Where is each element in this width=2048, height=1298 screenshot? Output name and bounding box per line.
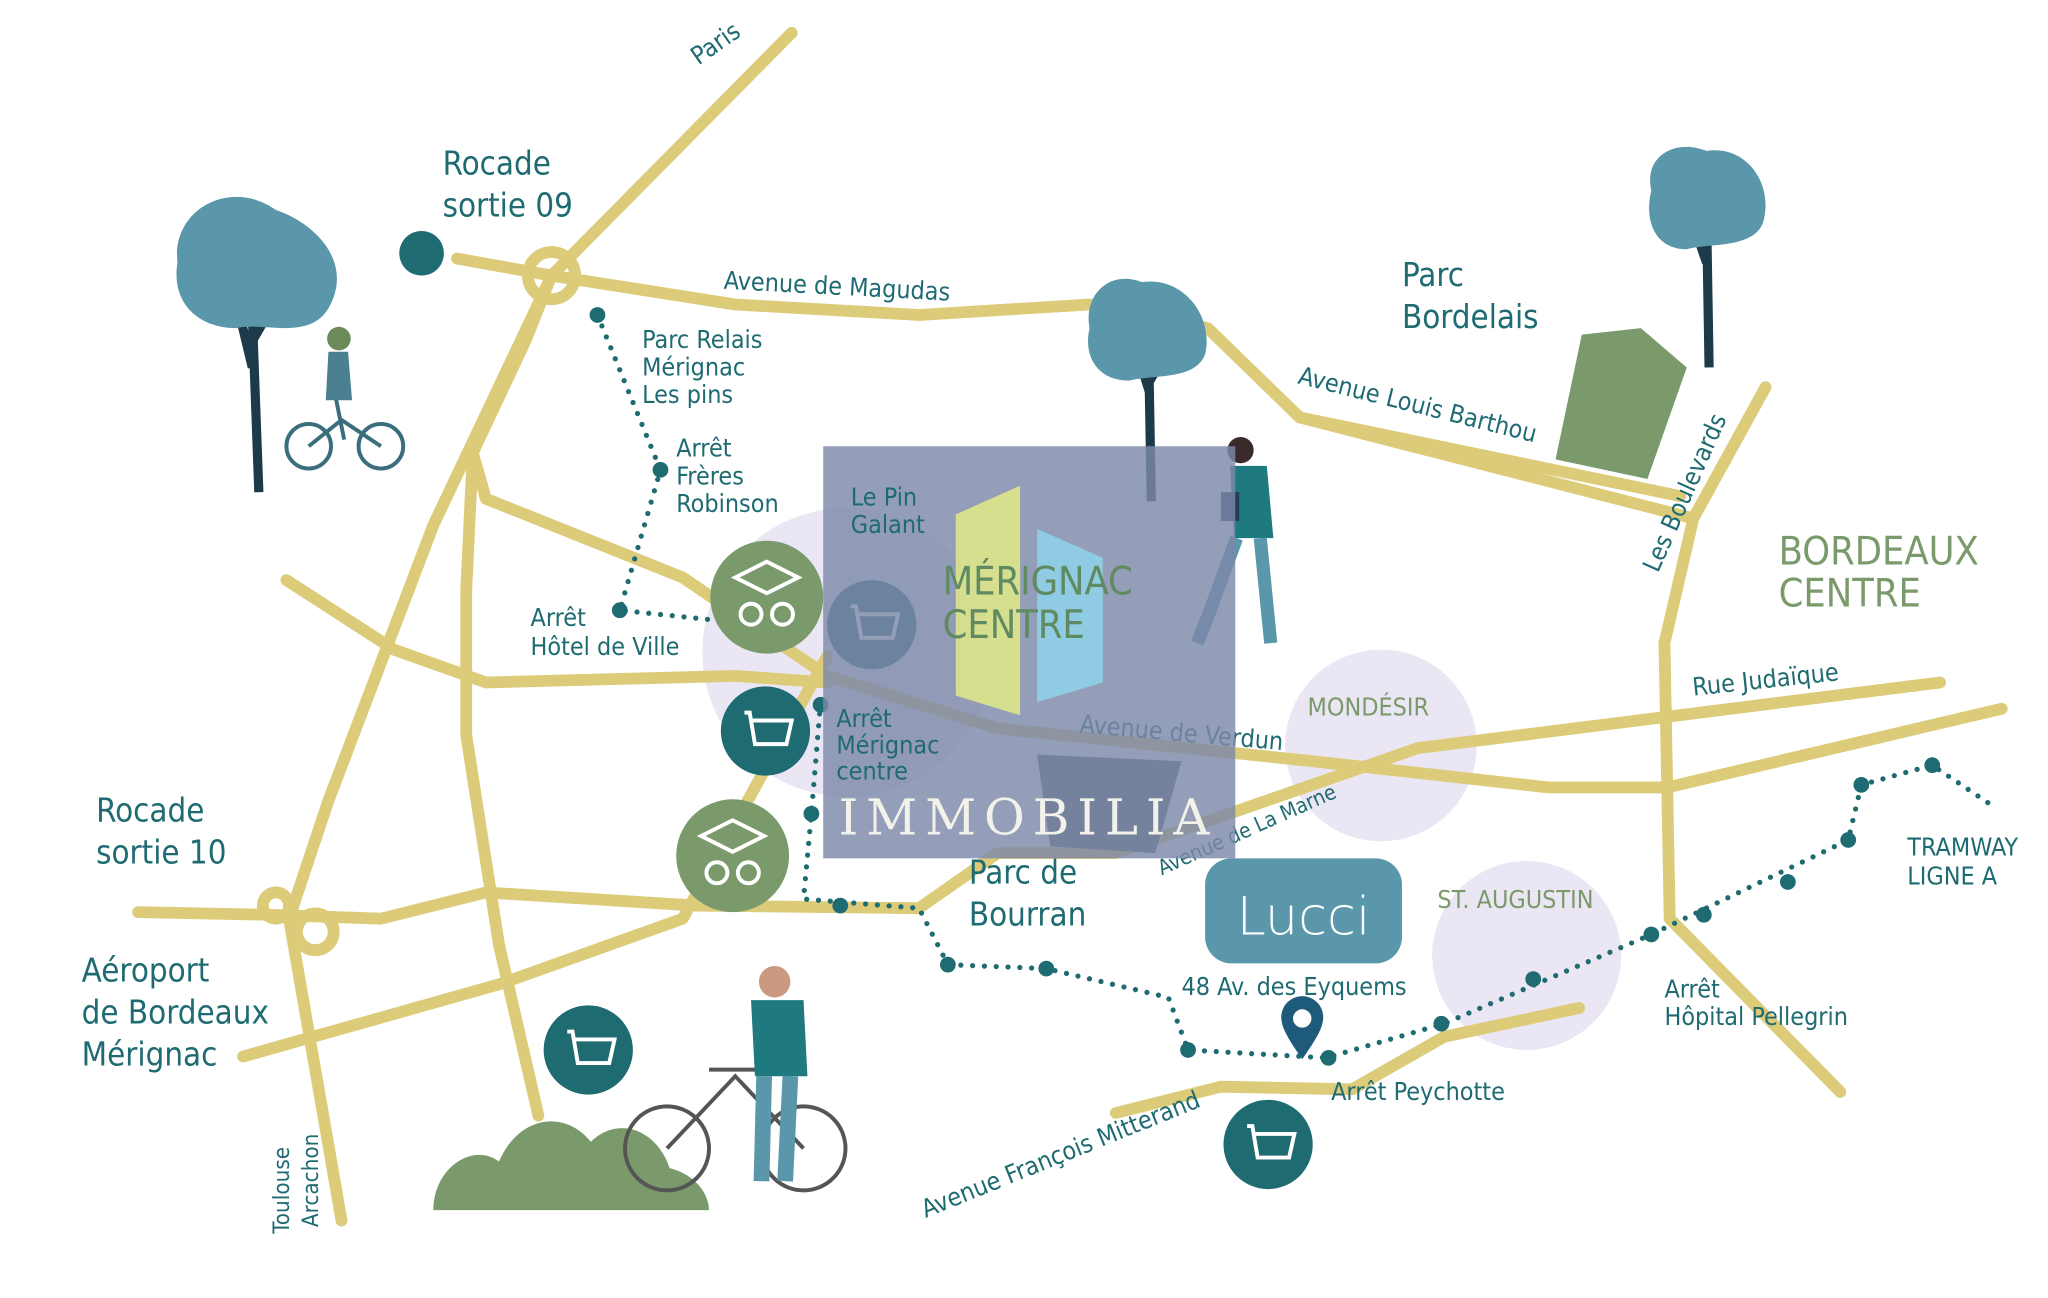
label-parc-relais: Mérignac <box>642 352 745 381</box>
label-merignac-centre: CENTRE <box>943 602 1085 648</box>
school-icon <box>710 540 824 654</box>
label-arret-merignac-centre: Mérignac <box>836 730 939 759</box>
shopping-cart-icon <box>720 686 811 776</box>
label-avenue-francois-mitterand: Avenue François Mitterand <box>917 1085 1204 1224</box>
school-icon <box>676 799 790 913</box>
label-arret-hotel-de-ville: Arrêt <box>531 603 587 632</box>
label-bordeaux-centre: CENTRE <box>1779 570 1921 616</box>
label-tramway-ligne-a: TRAMWAY <box>1906 833 2018 862</box>
label-arret-peychotte: Arrêt Peychotte <box>1331 1077 1505 1106</box>
label-arcachon: Arcachon <box>298 1134 324 1228</box>
label-avenue-louis-barthou: Avenue Louis Barthou <box>1296 361 1540 448</box>
label-arret-merignac-centre: centre <box>836 757 908 786</box>
label-arret-hotel-de-ville: Hôtel de Ville <box>531 632 680 661</box>
immobilia-brand: IMMOBILIA <box>839 789 1218 847</box>
label-aeroport: de Bordeaux <box>82 994 269 1032</box>
label-tramway-ligne-a: LIGNE A <box>1907 862 1998 891</box>
label-bordeaux-centre: BORDEAUX <box>1779 528 1979 574</box>
label-parc-de-bourran: Parc de <box>969 853 1077 891</box>
lucci-logo-text: Lucci <box>1237 886 1371 947</box>
label-aeroport: Mérignac <box>82 1036 218 1074</box>
label-mondesir: MONDÉSIR <box>1307 692 1429 721</box>
label-aeroport: Aéroport <box>82 952 210 990</box>
label-rocade-10: sortie 10 <box>96 834 226 872</box>
label-address: 48 Av. des Eyquems <box>1181 972 1406 1001</box>
label-rocade-10: Rocade <box>96 792 204 830</box>
tree-icon <box>1649 146 1766 368</box>
label-arret-hopital-pellegrin: Arrêt <box>1664 974 1720 1003</box>
label-parc-bordelais: Parc <box>1402 256 1464 294</box>
label-merignac-centre: MÉRIGNAC <box>943 558 1133 605</box>
label-parc-bordelais: Bordelais <box>1402 298 1539 336</box>
roads <box>132 26 2008 1227</box>
immobilia-watermark: MÉRIGNAC CENTRE IMMOBILIA <box>823 446 1236 859</box>
overlay-labels: Le Pin Galant Arrêt Mérignac centre <box>836 482 939 785</box>
lucci-project-logo: Lucci <box>1205 858 1402 964</box>
label-rocade-09: sortie 09 <box>443 187 573 225</box>
bush-icon <box>433 1121 710 1211</box>
label-toulouse: Toulouse <box>269 1147 295 1235</box>
label-parc-relais: Parc Relais <box>642 325 762 354</box>
district-st-augustin <box>1432 860 1622 1050</box>
cyclist-icon <box>284 326 406 471</box>
label-st-augustin: ST. AUGUSTIN <box>1437 885 1593 914</box>
label-arret-hopital-pellegrin: Hôpital Pellegrin <box>1664 1002 1848 1031</box>
district-mondesir <box>1285 649 1477 842</box>
label-parc-relais: Les pins <box>642 380 733 409</box>
label-parc-de-bourran: Bourran <box>969 895 1086 933</box>
shopping-cart-icon <box>543 1005 633 1095</box>
label-arret-freres-robinson: Robinson <box>676 489 778 518</box>
shopping-cart-icon <box>1223 1099 1313 1190</box>
rocade-09-marker <box>399 230 444 276</box>
label-paris: Paris <box>685 16 745 70</box>
label-arret-merignac-centre: Arrêt <box>836 704 892 733</box>
label-arret-freres-robinson: Arrêt <box>676 434 732 463</box>
tree-icon <box>1087 278 1207 502</box>
parc-bordelais-area <box>1555 328 1687 480</box>
label-rocade-09: Rocade <box>443 145 551 183</box>
tree-icon <box>176 196 337 493</box>
label-arret-freres-robinson: Frères <box>676 461 744 490</box>
tram-line <box>589 307 1992 1066</box>
label-pin-galant: Le Pin <box>851 482 917 511</box>
label-pin-galant: Galant <box>851 510 925 539</box>
man-with-bike-icon <box>623 965 848 1193</box>
location-pin-icon[interactable] <box>1281 996 1324 1060</box>
